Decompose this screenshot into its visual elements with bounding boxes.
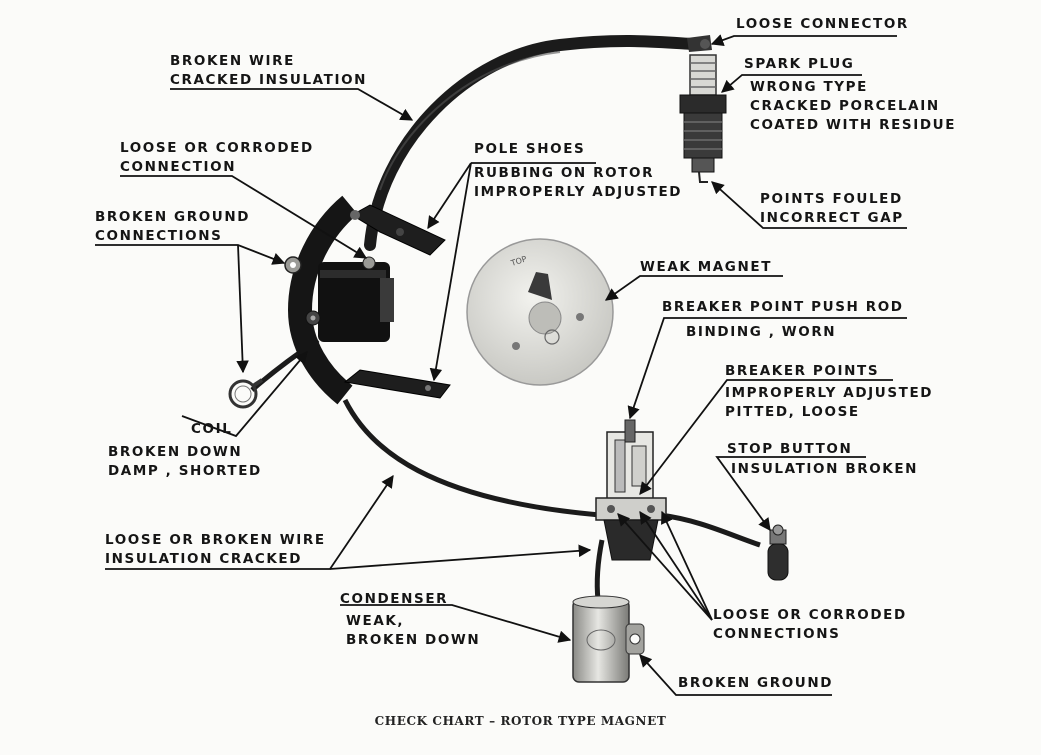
leader-loose-broken-wire-bottom [329,544,592,570]
points-fouled-line-2: INCORRECT GAP [760,210,904,226]
leader-loose-corroded-connection [120,175,368,259]
label-stop-button-faults: INSULATION BROKEN [731,460,918,479]
leader-pole-shoes-top [427,162,472,230]
push-rod [624,419,636,443]
leader-loose-corroded-connections-2 [661,510,713,621]
pole-shoes-fault-2: IMPROPERLY ADJUSTED [474,184,683,200]
label-broken-ground: BROKEN GROUND [678,674,833,693]
spark-plug-fault-2: CRACKED PORCELAIN [750,98,940,114]
weak-magnet-text: WEAK MAGNET [640,259,773,275]
label-loose-broken-wire: LOOSE OR BROKEN WIRE INSULATION CRACKED [105,531,326,569]
leader-breaker-points [639,379,893,496]
stop-button [767,524,789,581]
broken-ground-text: BROKEN GROUND [678,675,834,691]
loose-broken-wire-line-2: INSULATION CRACKED [105,551,303,567]
condenser-fault-2: BROKEN DOWN [346,632,481,648]
loose-connector-text: LOOSE CONNECTOR [736,16,909,32]
coil-fault-1: BROKEN DOWN [108,444,243,460]
label-spark-plug-faults: WRONG TYPE CRACKED PORCELAIN COATED WITH… [750,78,956,135]
figure-caption: CHECK CHART – ROTOR TYPE MAGNET [374,714,667,728]
label-weak-magnet: WEAK MAGNET [640,258,772,277]
label-loose-corroded-connections: LOOSE OR CORRODED CONNECTIONS [713,606,907,644]
leader-weak-magnet [604,275,783,301]
condenser-fault-1: WEAK, [346,613,405,629]
broken-ground-connections-line-2: CONNECTIONS [95,228,223,244]
rotor-magnet: TOP [466,238,614,386]
condenser-lead-wire [594,539,605,601]
leader-stop-button [715,456,866,532]
breaker-points-title: BREAKER POINTS [725,363,880,379]
label-condenser-title: CONDENSER [340,590,448,609]
condenser [572,595,645,683]
spark-plug-fault-3: COATED WITH RESIDUE [750,117,957,133]
leader-ground-tab [95,244,286,265]
broken-wire-line-1: BROKEN WIRE [170,53,295,69]
points-fouled-line-1: POINTS FOULED [760,191,903,207]
condenser-title: CONDENSER [340,591,449,607]
loose-corroded-connections-line-1: LOOSE OR CORRODED [713,607,907,623]
leader-broken-ground [639,654,832,696]
label-spark-plug-title: SPARK PLUG [744,55,854,74]
loose-broken-wire-line-1: LOOSE OR BROKEN WIRE [105,532,326,548]
ground-ring-terminal [228,378,264,409]
breaker-assembly [595,431,667,561]
label-push-rod-title: BREAKER POINT PUSH ROD [662,298,904,317]
leader-loose-connector [710,34,897,47]
label-stop-button-title: STOP BUTTON [727,440,852,459]
label-points-fouled: POINTS FOULED INCORRECT GAP [760,190,904,228]
broken-wire-line-2: CRACKED INSULATION [170,72,368,88]
primary-wire [342,398,601,518]
label-broken-ground-connections: BROKEN GROUND CONNECTIONS [95,208,250,246]
label-pole-shoes-faults: RUBBING ON ROTOR IMPROPERLY ADJUSTED [474,164,682,202]
label-pole-shoes-title: POLE SHOES [474,140,585,159]
coil-fault-2: DAMP , SHORTED [108,463,262,479]
label-breaker-points-faults: IMPROPERLY ADJUSTED PITTED, LOOSE [725,384,933,422]
leader-lines [95,34,907,696]
leader-spark-plug [721,74,862,93]
leader-condenser [340,604,572,643]
label-loose-connector: LOOSE CONNECTOR [736,15,909,34]
leader-broken-wire [170,88,414,121]
pole-shoes-fault-1: RUBBING ON ROTOR [474,165,655,181]
leader-pole-shoes-bottom [429,162,472,382]
high-tension-wire [364,35,698,251]
stop-button-fault-1: INSULATION BROKEN [731,461,919,477]
label-condenser-faults: WEAK, BROKEN DOWN [346,612,480,650]
loose-corroded-connection-line-2: CONNECTION [120,159,237,175]
push-rod-title: BREAKER POINT PUSH ROD [662,299,904,315]
leader-coil [181,351,308,438]
spark-plug-title: SPARK PLUG [744,56,855,72]
loose-corroded-connection-line-1: LOOSE OR CORRODED [120,140,314,156]
spark-plug-fault-1: WRONG TYPE [750,79,868,95]
breaker-points-fault-1: IMPROPERLY ADJUSTED [725,385,934,401]
pole-shoes-title: POLE SHOES [474,141,586,157]
stop-button-title: STOP BUTTON [727,441,853,457]
leader-loose-corroded-connections-1 [639,510,713,621]
label-coil-faults: BROKEN DOWN DAMP , SHORTED [108,443,262,481]
leader-ground-ring [236,244,249,374]
spark-plug [679,35,727,183]
broken-ground-connections-line-1: BROKEN GROUND [95,209,251,225]
ground-connection-tab [284,256,302,274]
label-coil-title: COIL [191,420,232,439]
loose-corroded-connections-line-2: CONNECTIONS [713,626,841,642]
leader-loose-corroded-connections-3 [617,513,713,621]
push-rod-fault-1: BINDING , WORN [686,324,837,340]
coil-assembly [287,195,451,405]
label-push-rod-faults: BINDING , WORN [686,323,836,342]
leader-points-fouled [711,181,907,229]
coil-title: COIL [191,421,233,437]
label-loose-corroded-connection: LOOSE OR CORRODED CONNECTION [120,139,314,177]
label-broken-wire: BROKEN WIRE CRACKED INSULATION [170,52,367,90]
leader-push-rod [627,317,907,420]
coil-connection-terminal [362,256,376,270]
breaker-points-fault-2: PITTED, LOOSE [725,404,860,420]
label-breaker-points-title: BREAKER POINTS [725,362,879,381]
